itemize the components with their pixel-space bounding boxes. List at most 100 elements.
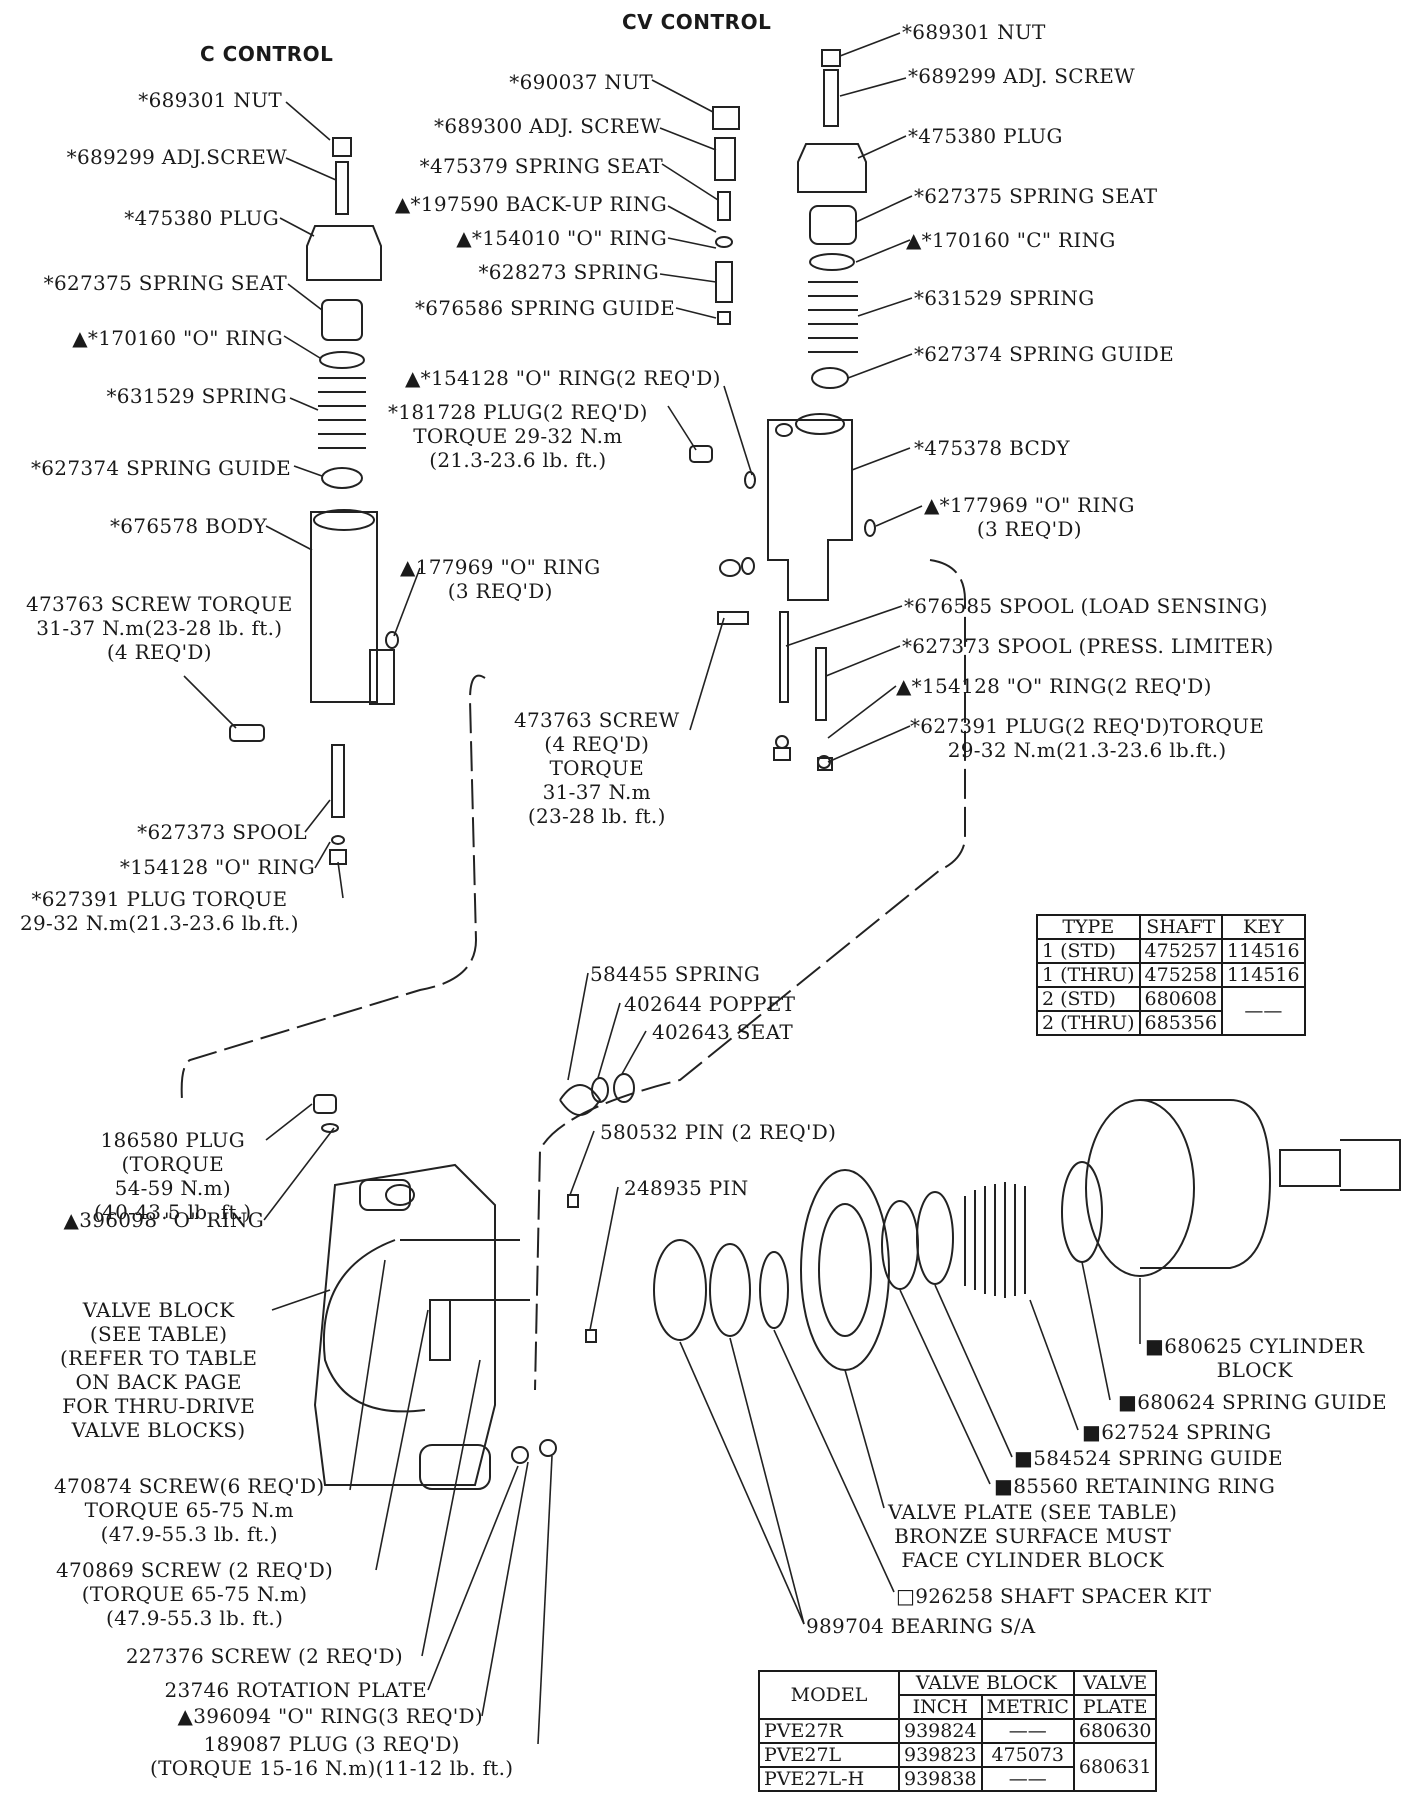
spring-guide-584524-label: ■584524 SPRING GUIDE [1014, 1446, 1283, 1470]
cv-nut-label: *690037 NUT [509, 70, 653, 94]
valve-block-label: VALVE BLOCK (SEE TABLE) (REFER TO TABLE … [60, 1298, 258, 1442]
table-cell: 475073 [980, 1742, 1075, 1768]
c-nut-part [332, 137, 352, 157]
table-row: 1 (STD) 475257 114516 [1036, 938, 1306, 964]
cv-right-o-ring-label: ▲*170160 "C" RING [906, 228, 1116, 252]
table-cell: 475257 [1138, 938, 1224, 964]
table-cell: 680630 [1072, 1718, 1158, 1744]
valve-block-part [313, 1163, 496, 1486]
o-ring-396098-label: ▲396098 "O" RING [63, 1208, 264, 1232]
cv-right-o-ring-154128-label: ▲*154128 "O" RING(2 REQ'D) [896, 674, 1212, 698]
cv-body-part [767, 419, 853, 601]
cv-o-ring-154128-label: ▲*154128 "O" RING(2 REQ'D) [405, 366, 721, 390]
cv-plug-181728-label: *181728 PLUG(2 REQ'D) TORQUE 29-32 N.m (… [388, 400, 648, 472]
c-o-ring-label: ▲*170160 "O" RING [72, 326, 283, 350]
cv-control-header: CV CONTROL [622, 10, 772, 34]
shaft-table: TYPE SHAFT KEY 1 (STD) 475257 114516 1 (… [1036, 914, 1306, 1036]
table-cell: 114516 [1221, 938, 1306, 964]
table-row: 2 (THRU) 685356 [1036, 1010, 1305, 1036]
bearing-part [653, 1239, 707, 1341]
table-cell: 939838 [898, 1766, 983, 1792]
dashed-outline-c [180, 674, 486, 1101]
spring-584455-label: 584455 SPRING [590, 962, 761, 986]
table-row: PVE27L-H 939838 —— [758, 1766, 1156, 1792]
c-o-ring-177969-label: ▲177969 "O" RING (3 REQ'D) [400, 555, 601, 603]
table-cell: PVE27R [758, 1718, 900, 1744]
plug-189087-label: 189087 PLUG (3 REQ'D) (TORQUE 15-16 N.m)… [150, 1732, 514, 1780]
c-spring-guide-label: *627374 SPRING GUIDE [30, 456, 291, 480]
screw-227376-label: 227376 SCREW (2 REQ'D) [125, 1644, 403, 1668]
c-spool-label: *627373 SPOOL [137, 820, 307, 844]
c-plug-label: *475380 PLUG [124, 206, 279, 230]
table-cell: 939823 [898, 1742, 983, 1768]
c-screw-torque-label: 473763 SCREW TORQUE 31-37 N.m(23-28 lb. … [26, 592, 293, 664]
table-cell: 114516 [1221, 962, 1306, 988]
cv-right-nut-part [821, 49, 841, 67]
cv-screw-473763-label: 473763 SCREW (4 REQ'D) TORQUE 31-37 N.m … [514, 708, 680, 828]
spacer-kit-label: □926258 SHAFT SPACER KIT [896, 1584, 1212, 1608]
spring-guide-680624-label: ■680624 SPRING GUIDE [1118, 1390, 1387, 1414]
shaft-table-header: SHAFT [1138, 914, 1224, 940]
table-cell: 680631 [1072, 1742, 1158, 1792]
table-cell: 1 (THRU) [1036, 962, 1141, 988]
table-cell: 680608 [1138, 986, 1224, 1012]
table-row: PVE27R 939824 —— 680630 [758, 1718, 1158, 1744]
c-o-ring-part [319, 351, 365, 369]
cv-right-spring-guide-label: *627374 SPRING GUIDE [914, 342, 1175, 366]
table-cell: 475258 [1138, 962, 1224, 988]
cv-right-spring-seat-label: *627375 SPRING SEAT [914, 184, 1158, 208]
valve-plate-label: VALVE PLATE (SEE TABLE) BRONZE SURFACE M… [888, 1500, 1178, 1572]
table-cell: PVE27L-H [758, 1766, 900, 1792]
cv-spring-label: *628273 SPRING [478, 260, 659, 284]
shaft-table-header: KEY [1221, 914, 1306, 940]
c-body-part [310, 511, 378, 703]
cylinder-block-part [1085, 1099, 1195, 1277]
table-cell: 2 (STD) [1036, 986, 1141, 1012]
o-ring-396094-label: ▲396094 "O" RING(3 REQ'D) [177, 1704, 483, 1728]
cv-right-spool-load-label: *676585 SPOOL (LOAD SENSING) [904, 594, 1268, 618]
pin-580532-label: 580532 PIN (2 REQ'D) [600, 1120, 837, 1144]
model-table-header: VALVE BLOCK [898, 1670, 1075, 1696]
cv-nut-part [712, 106, 740, 130]
model-table-header: VALVE [1072, 1670, 1158, 1696]
c-spring-seat-label: *627375 SPRING SEAT [43, 271, 287, 295]
bearing-label: 989704 BEARING S/A [806, 1614, 1036, 1638]
cv-right-spring-label: *631529 SPRING [914, 286, 1095, 310]
cv-adj-screw-label: *689300 ADJ. SCREW [434, 114, 661, 138]
c-spring-part [318, 377, 366, 449]
c-spring-label: *631529 SPRING [106, 384, 287, 408]
valve-plate-part [800, 1169, 890, 1371]
cv-right-plug-label: *475380 PLUG [908, 124, 1063, 148]
table-row: 2 (STD) 680608 —— [1036, 986, 1306, 1036]
c-adj-screw-part [335, 161, 349, 215]
table-row: 1 (THRU) 475258 114516 [1036, 962, 1306, 988]
c-plug-part [306, 225, 382, 281]
model-table-header: METRIC [980, 1694, 1075, 1720]
cv-right-o-ring-177969-label: ▲*177969 "O" RING (3 REQ'D) [924, 493, 1135, 541]
table-row: PVE27L 939823 475073 680631 [758, 1742, 1158, 1792]
table-cell: PVE27L [758, 1742, 900, 1768]
c-spring-guide-part [321, 467, 363, 489]
cv-right-body-label: *475378 BCDY [914, 436, 1070, 460]
c-nut-label: *689301 NUT [138, 88, 282, 112]
table-cell: —— [980, 1766, 1075, 1792]
model-table-header: PLATE [1072, 1694, 1158, 1720]
model-table-header: INCH [898, 1694, 983, 1720]
spring-627524-part [964, 1182, 1026, 1298]
cv-spring-seat-label: *475379 SPRING SEAT [419, 154, 663, 178]
rotation-plate-label: 23746 ROTATION PLATE [164, 1678, 427, 1702]
c-spool-part [331, 744, 345, 818]
dashed-outline-cv [534, 559, 966, 1391]
poppet-label: 402644 POPPET [624, 992, 796, 1016]
cv-backup-ring-label: ▲*197590 BACK-UP RING [394, 192, 667, 216]
cv-right-adj-screw-label: *689299 ADJ. SCREW [908, 64, 1135, 88]
cv-right-nut-label: *689301 NUT [902, 20, 1046, 44]
screw-470874-label: 470874 SCREW(6 REQ'D) TORQUE 65-75 N.m (… [54, 1474, 325, 1546]
pin-248935-label: 248935 PIN [624, 1176, 749, 1200]
c-spring-seat-part [321, 299, 363, 341]
table-cell: 685356 [1138, 1010, 1224, 1036]
retaining-ring-label: ■85560 RETAINING RING [994, 1474, 1276, 1498]
table-cell: 939824 [898, 1718, 983, 1744]
spring-627524-label: ■627524 SPRING [1082, 1420, 1272, 1444]
cv-o-ring-label: ▲*154010 "O" RING [456, 226, 667, 250]
